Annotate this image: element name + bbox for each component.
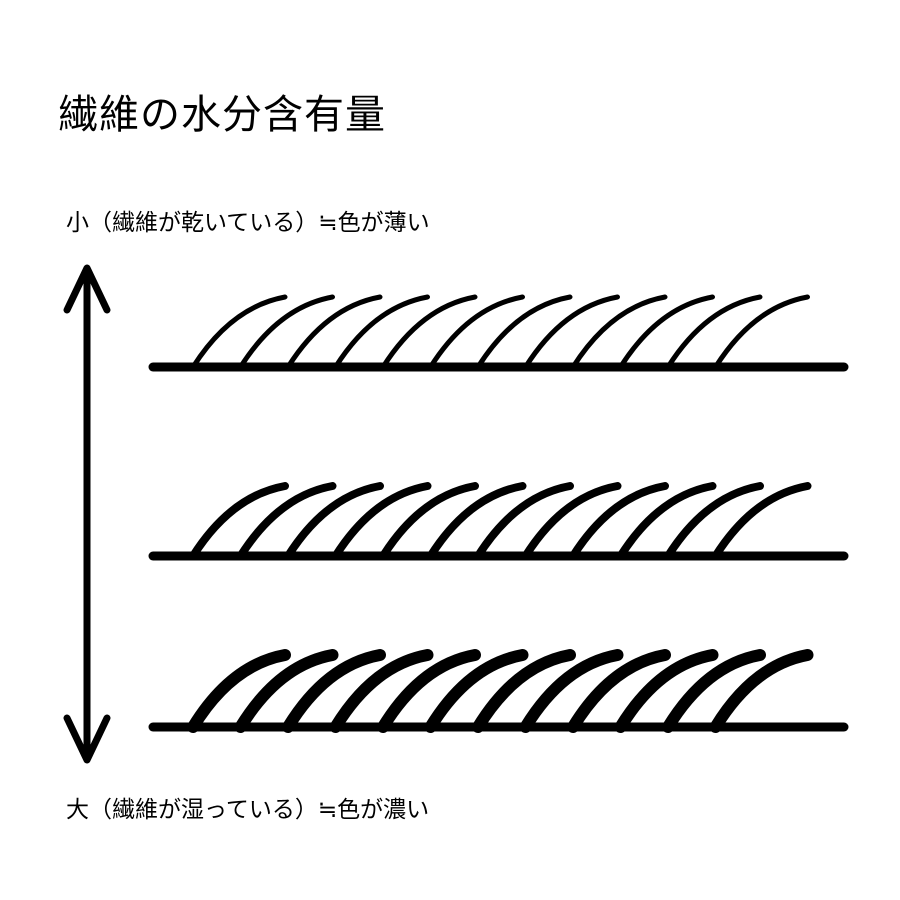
fiber-strand <box>713 294 810 370</box>
fiber-strand <box>187 649 291 733</box>
fiber-strand <box>662 649 766 733</box>
fiber-strand <box>424 649 529 733</box>
fiber-row-low <box>148 294 849 372</box>
fiber-strand <box>664 482 764 560</box>
fiber-strand <box>472 649 576 733</box>
diagram-title: 繊維の水分含有量 <box>58 92 386 138</box>
fiber-strand <box>523 294 620 370</box>
fiber-strand <box>333 294 430 370</box>
fiber-strand <box>665 294 763 370</box>
fiber-strand <box>474 482 574 560</box>
fiber-strand <box>711 482 812 560</box>
fiber-strand <box>285 294 383 370</box>
fiber-strand <box>282 649 386 733</box>
fiber-strand <box>329 649 434 733</box>
fiber-strand <box>426 482 527 560</box>
fiber-strand <box>189 482 289 560</box>
arrow-head-up <box>63 264 111 314</box>
fiber-strand <box>569 482 669 560</box>
fiber-strand <box>236 482 337 560</box>
top-label-dry: 小（繊維が乾いている）≒色が薄い <box>66 210 430 236</box>
fiber-strand <box>379 482 479 560</box>
fiber-strand <box>618 294 715 370</box>
fiber-strand <box>614 649 719 733</box>
fiber-strand <box>190 294 288 370</box>
fiber-strand <box>331 482 432 560</box>
fiber-strand <box>380 294 478 370</box>
double-arrow <box>63 264 111 764</box>
arrow-head-down <box>63 714 111 764</box>
fiber-strand <box>475 294 573 370</box>
fiber-strand <box>377 649 481 733</box>
fiber-row-medium <box>148 482 849 561</box>
fiber-strand <box>234 649 339 733</box>
fiber-strand <box>616 482 717 560</box>
fiber-strand <box>709 649 814 733</box>
fiber-strand <box>519 649 624 733</box>
fiber-strand <box>521 482 622 560</box>
fiber-row-high <box>148 649 849 733</box>
fiber-strand <box>284 482 384 560</box>
fiber-strand <box>570 294 668 370</box>
bottom-label-wet: 大（繊維が湿っている）≒色が濃い <box>66 797 430 823</box>
fiber-strand <box>428 294 525 370</box>
fiber-strand <box>567 649 671 733</box>
fiber-strand <box>238 294 335 370</box>
